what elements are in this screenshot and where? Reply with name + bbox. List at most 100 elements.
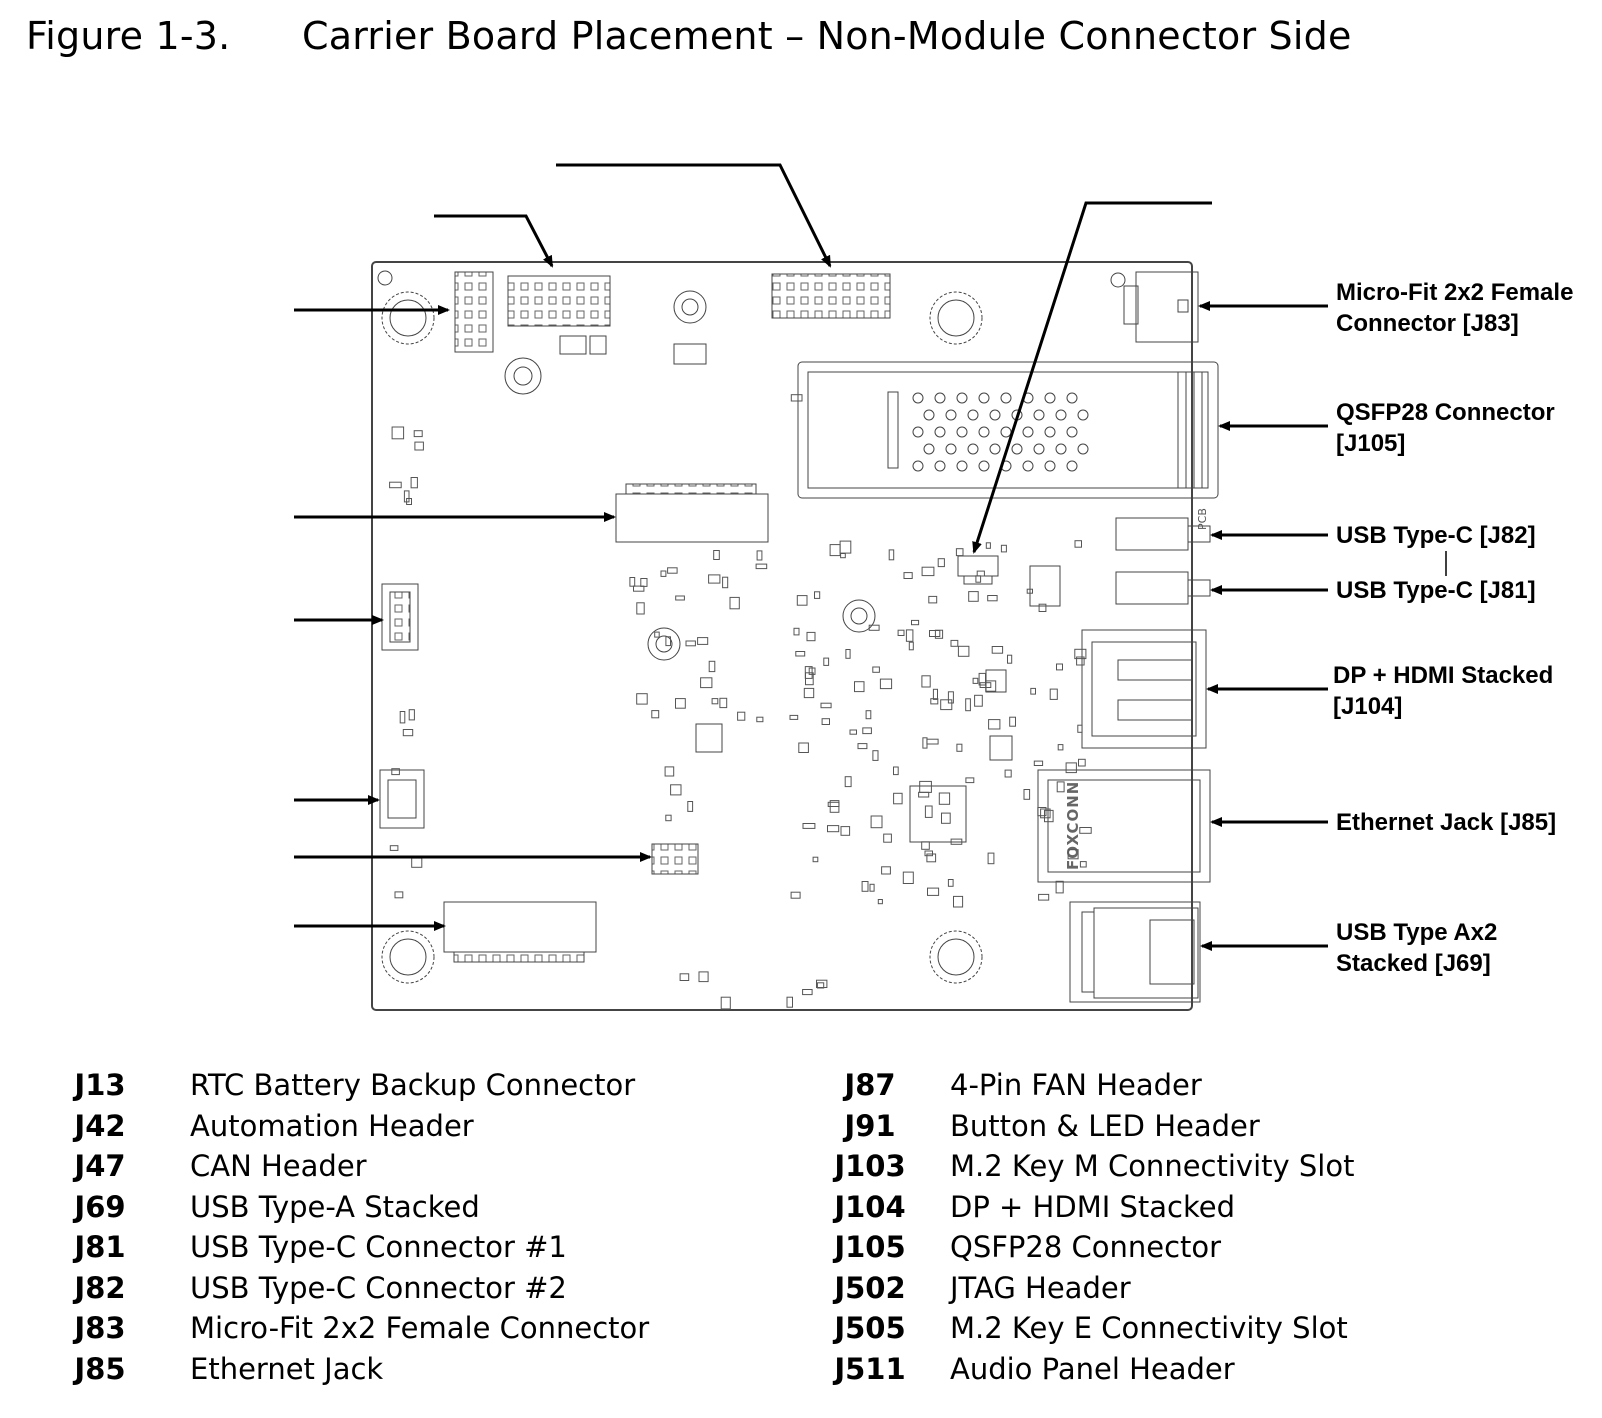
smd-component bbox=[911, 619, 920, 626]
vent-hole bbox=[1055, 409, 1067, 421]
smd-component bbox=[869, 883, 875, 892]
smd-component bbox=[685, 640, 696, 647]
smd-component bbox=[921, 675, 931, 688]
vent-hole bbox=[923, 409, 935, 421]
callout-j81: USB Type-C [J81] bbox=[1336, 577, 1536, 604]
smd-component bbox=[802, 989, 813, 996]
legend-ref: J103 bbox=[834, 1149, 906, 1183]
smd-component bbox=[1038, 893, 1050, 901]
smd-component bbox=[816, 979, 828, 989]
smd-component bbox=[968, 591, 979, 602]
smd-component bbox=[872, 750, 879, 761]
qsfp28-vent-holes bbox=[912, 392, 1089, 472]
legend-desc: Audio Panel Header bbox=[950, 1351, 1235, 1386]
legend-ref: J104 bbox=[834, 1189, 906, 1224]
smd-component bbox=[988, 719, 1001, 730]
usb-type-a-connector bbox=[1069, 901, 1201, 1003]
smd-component bbox=[698, 971, 709, 983]
smd-component bbox=[789, 714, 799, 720]
smd-component bbox=[840, 826, 851, 836]
smd-component bbox=[918, 791, 930, 798]
vent-hole bbox=[1066, 392, 1078, 404]
legend-ref: J85 bbox=[74, 1351, 126, 1386]
smd-component bbox=[821, 718, 830, 726]
smd-component bbox=[927, 887, 940, 896]
legend-ref: J42 bbox=[74, 1108, 126, 1143]
smd-component bbox=[1078, 758, 1086, 767]
smd-component bbox=[921, 841, 930, 850]
smd-component bbox=[402, 729, 414, 737]
foxconn-marking: FOXCONN bbox=[1064, 781, 1082, 870]
smd-component bbox=[820, 702, 832, 709]
smd-component bbox=[665, 814, 672, 822]
legend-ref: J69 bbox=[74, 1189, 126, 1224]
smd-component bbox=[389, 481, 402, 489]
smd-component bbox=[804, 666, 813, 679]
vent-hole bbox=[912, 392, 924, 404]
smd-component bbox=[893, 792, 903, 805]
smd-component bbox=[1000, 544, 1007, 553]
mounting-holes bbox=[377, 270, 1126, 984]
smd-component bbox=[708, 574, 721, 584]
smd-component bbox=[947, 879, 954, 887]
vent-hole bbox=[1077, 409, 1089, 421]
dp-hdmi-connector bbox=[1081, 629, 1207, 749]
legend-desc: M.2 Key M Connectivity Slot bbox=[950, 1149, 1355, 1183]
vent-hole bbox=[1077, 443, 1089, 455]
legend-ref: J511 bbox=[834, 1351, 906, 1386]
smd-component bbox=[928, 595, 938, 604]
vent-hole bbox=[1066, 426, 1078, 438]
smd-component bbox=[972, 677, 979, 684]
fan-header bbox=[379, 769, 425, 829]
header-block-top-left bbox=[454, 271, 707, 365]
legend-desc: USB Type-C Connector #2 bbox=[190, 1270, 567, 1305]
legend-ref: J83 bbox=[74, 1311, 126, 1345]
legend-desc: USB Type-C Connector #1 bbox=[190, 1230, 567, 1264]
vent-hole bbox=[1033, 443, 1045, 455]
smd-component bbox=[756, 550, 763, 561]
vent-hole bbox=[1033, 409, 1045, 421]
smd-component bbox=[394, 891, 404, 899]
smd-component bbox=[987, 595, 998, 602]
smd-component bbox=[932, 688, 939, 700]
vent-hole bbox=[912, 426, 924, 438]
vent-hole bbox=[1022, 426, 1034, 438]
vent-hole bbox=[956, 460, 968, 472]
vent-hole bbox=[978, 460, 990, 472]
smd-component bbox=[1056, 781, 1065, 793]
smd-component bbox=[1049, 688, 1058, 700]
smd-component bbox=[1056, 663, 1063, 671]
smd-component bbox=[391, 768, 400, 776]
smd-component bbox=[937, 558, 945, 568]
smd-component bbox=[987, 852, 995, 865]
audio-panel-header bbox=[651, 843, 699, 875]
smd-component bbox=[1057, 744, 1064, 751]
smd-component bbox=[1009, 716, 1017, 727]
vent-hole bbox=[1044, 426, 1056, 438]
smd-component bbox=[1038, 603, 1047, 613]
smd-component bbox=[888, 549, 895, 561]
legend-desc: Ethernet Jack bbox=[190, 1351, 384, 1386]
smd-component bbox=[414, 441, 424, 451]
smd-component bbox=[823, 657, 830, 666]
smd-component bbox=[755, 563, 768, 570]
smd-component bbox=[410, 477, 418, 489]
smd-component bbox=[713, 550, 720, 560]
smd-component bbox=[665, 636, 672, 647]
smd-component bbox=[729, 596, 740, 610]
smd-component bbox=[1079, 861, 1087, 868]
smd-component bbox=[947, 691, 954, 704]
smd-component bbox=[881, 866, 891, 875]
smd-component bbox=[921, 566, 935, 577]
smd-component bbox=[408, 709, 415, 721]
smd-component bbox=[849, 729, 857, 735]
smd-component bbox=[861, 881, 869, 892]
smd-component bbox=[879, 678, 893, 690]
smd-component bbox=[796, 595, 808, 606]
smd-component bbox=[930, 698, 939, 705]
legend-ref: J82 bbox=[74, 1270, 126, 1305]
smd-component bbox=[1026, 588, 1033, 594]
smd-component bbox=[399, 711, 406, 724]
vent-hole bbox=[1000, 392, 1012, 404]
vent-hole bbox=[978, 426, 990, 438]
